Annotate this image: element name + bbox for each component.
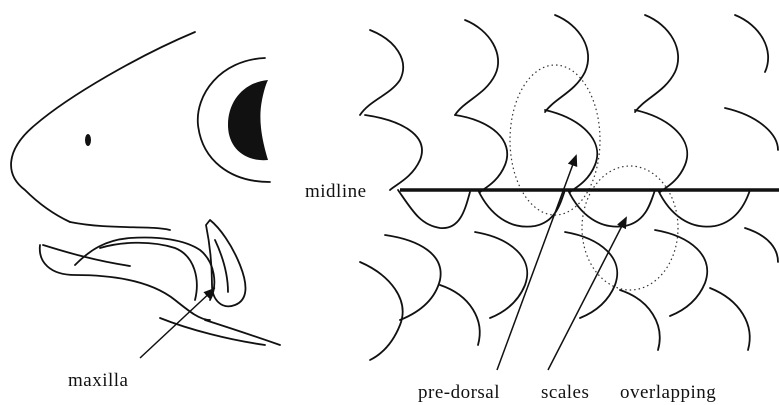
head-contour-lower xyxy=(70,222,170,230)
scale xyxy=(545,110,597,192)
scale-pattern: midline pre-dorsal scales overlapping xyxy=(305,15,779,403)
scale xyxy=(565,232,617,318)
maxilla-arrow xyxy=(140,289,214,358)
scales-label: scales xyxy=(541,382,589,403)
scale xyxy=(658,190,750,227)
lower-jaw xyxy=(40,245,210,320)
scale xyxy=(568,190,655,227)
overlapping-label: overlapping xyxy=(620,382,716,403)
scale xyxy=(455,20,498,115)
scale xyxy=(385,235,441,320)
scale xyxy=(655,230,707,316)
eye xyxy=(198,58,270,182)
scale xyxy=(725,108,778,150)
scale xyxy=(360,262,403,360)
nostril xyxy=(85,134,91,146)
overlapping-arrow xyxy=(548,218,626,370)
scale xyxy=(710,288,750,350)
head-outline xyxy=(11,32,195,222)
scale xyxy=(735,15,768,72)
midline-label: midline xyxy=(305,181,367,202)
predorsal-label: pre-dorsal xyxy=(418,382,500,403)
scale xyxy=(360,30,403,115)
maxilla-inner xyxy=(215,240,228,292)
scale xyxy=(635,110,687,192)
scale xyxy=(545,15,588,112)
scale xyxy=(745,228,778,262)
dotted-scale-outline-upper xyxy=(510,65,600,215)
scale xyxy=(635,15,678,112)
scale xyxy=(620,290,660,350)
scale xyxy=(398,190,470,228)
scale xyxy=(455,115,507,192)
dotted-scale-outline-lower xyxy=(582,166,678,290)
mouth-inner xyxy=(100,243,197,300)
fish-head-drawing: maxilla xyxy=(11,32,280,391)
scale xyxy=(365,115,422,190)
scale xyxy=(475,232,527,318)
maxilla-label: maxilla xyxy=(68,370,129,391)
eye-pupil xyxy=(228,80,268,160)
scale xyxy=(440,285,480,345)
